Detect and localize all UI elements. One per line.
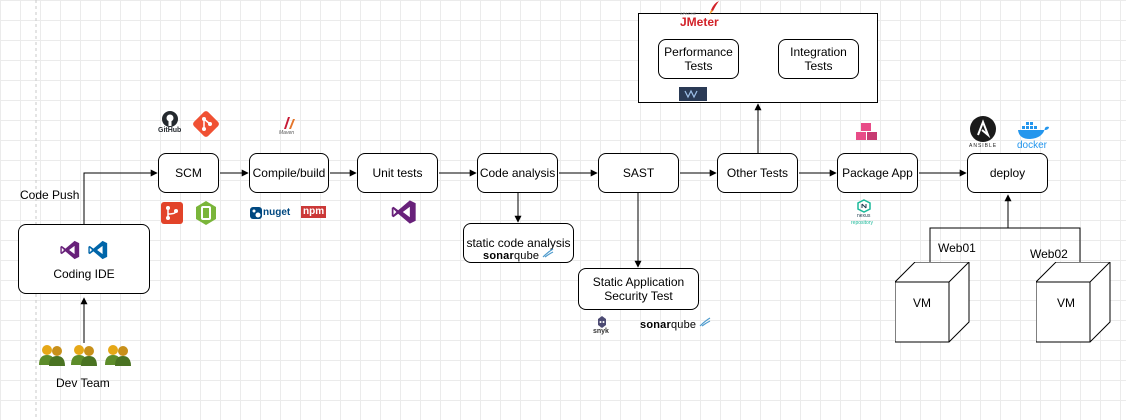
package-icon <box>856 123 877 140</box>
snyk-text: snyk <box>593 328 609 335</box>
docker-icon <box>1018 122 1049 139</box>
scm-label: SCM <box>175 166 202 180</box>
vscode-icon <box>88 240 108 260</box>
team-member-icon <box>71 345 97 366</box>
maven-text: Maven <box>279 130 295 136</box>
other-tests-node[interactable]: Other Tests <box>717 153 798 193</box>
github-text: GitHub <box>158 127 182 134</box>
nexus-text: nexus <box>857 213 871 219</box>
sonarqube-wave-icon <box>699 317 711 327</box>
sast-test-label: Static Application Security Test <box>592 275 685 303</box>
cube-icon <box>895 262 970 343</box>
npm-icon: npm <box>301 206 327 218</box>
jmeter-text: JMeter <box>680 15 719 29</box>
git-branch-icon <box>196 201 216 225</box>
deploy-label: deploy <box>989 166 1026 180</box>
performance-tests-node[interactable]: Performance Tests <box>658 39 739 79</box>
nuget-icon <box>250 207 262 219</box>
sast-test-node[interactable]: Static Application Security Test <box>578 268 699 310</box>
postman-icon <box>679 87 707 101</box>
compile-label: Compile/build <box>252 166 326 180</box>
ansible-icon <box>970 116 996 142</box>
static-code-analysis-node[interactable]: static code analysis <box>463 223 574 263</box>
deploy-node[interactable]: deploy <box>967 153 1048 193</box>
visual-studio-icon <box>391 200 416 224</box>
static-code-analysis-label: static code analysis <box>466 236 571 250</box>
cube-icon <box>1036 262 1111 343</box>
coding-ide-label: Coding IDE <box>53 267 115 281</box>
snyk-icon <box>598 316 606 328</box>
sonarqube-light-text: qube <box>670 319 697 331</box>
ansible-text: ANSIBLE <box>969 143 998 149</box>
sonarqube-wave-icon <box>542 248 554 258</box>
integration-tests-label: Integration Tests <box>790 45 847 73</box>
repository-text: repository <box>851 220 873 226</box>
compile-node[interactable]: Compile/build <box>249 153 329 193</box>
unit-tests-node[interactable]: Unit tests <box>357 153 438 193</box>
scm-node[interactable]: SCM <box>158 153 219 193</box>
sonarqube-dark-text: sonar <box>640 319 671 331</box>
other-tests-label: Other Tests <box>726 166 789 180</box>
vm2-label: VM <box>1057 296 1075 310</box>
nexus-icon <box>857 199 871 213</box>
sonarqube-icon: sonarqube <box>640 319 696 331</box>
sonarqube-light-text: qube <box>513 250 540 262</box>
dev-team-label: Dev Team <box>56 376 110 390</box>
integration-tests-node[interactable]: Integration Tests <box>778 39 859 79</box>
package-app-node[interactable]: Package App <box>837 153 918 193</box>
sonarqube-icon: sonarqube <box>483 250 539 262</box>
coding-ide-node[interactable]: Coding IDE <box>18 224 150 294</box>
code-push-label: Code Push <box>20 188 80 202</box>
performance-tests-label: Performance Tests <box>664 45 733 73</box>
edge-deploy-vms <box>929 227 1081 262</box>
sonarqube-dark-text: sonar <box>483 250 514 262</box>
vm1-label: VM <box>913 296 931 310</box>
nuget-text: nuget <box>263 207 291 218</box>
package-app-label: Package App <box>842 166 913 180</box>
visual-studio-icon <box>60 240 80 260</box>
code-analysis-label: Code analysis <box>479 166 556 180</box>
code-analysis-node[interactable]: Code analysis <box>477 153 558 193</box>
web02-label: Web02 <box>1030 247 1068 261</box>
jmeter-icon <box>709 1 719 15</box>
git-branch-icon <box>161 202 183 224</box>
web01-label: Web01 <box>938 241 976 255</box>
unit-tests-label: Unit tests <box>372 166 423 180</box>
docker-text: docker <box>1017 140 1048 151</box>
team-member-icon <box>39 345 65 366</box>
edge-ide-scm <box>83 169 158 224</box>
github-icon <box>162 111 178 127</box>
sast-label: SAST <box>622 166 655 180</box>
apache-text: APACHE <box>680 11 697 16</box>
maven-icon <box>284 117 295 129</box>
git-icon <box>193 111 219 137</box>
team-member-icon <box>105 345 131 366</box>
sast-node[interactable]: SAST <box>598 153 679 193</box>
